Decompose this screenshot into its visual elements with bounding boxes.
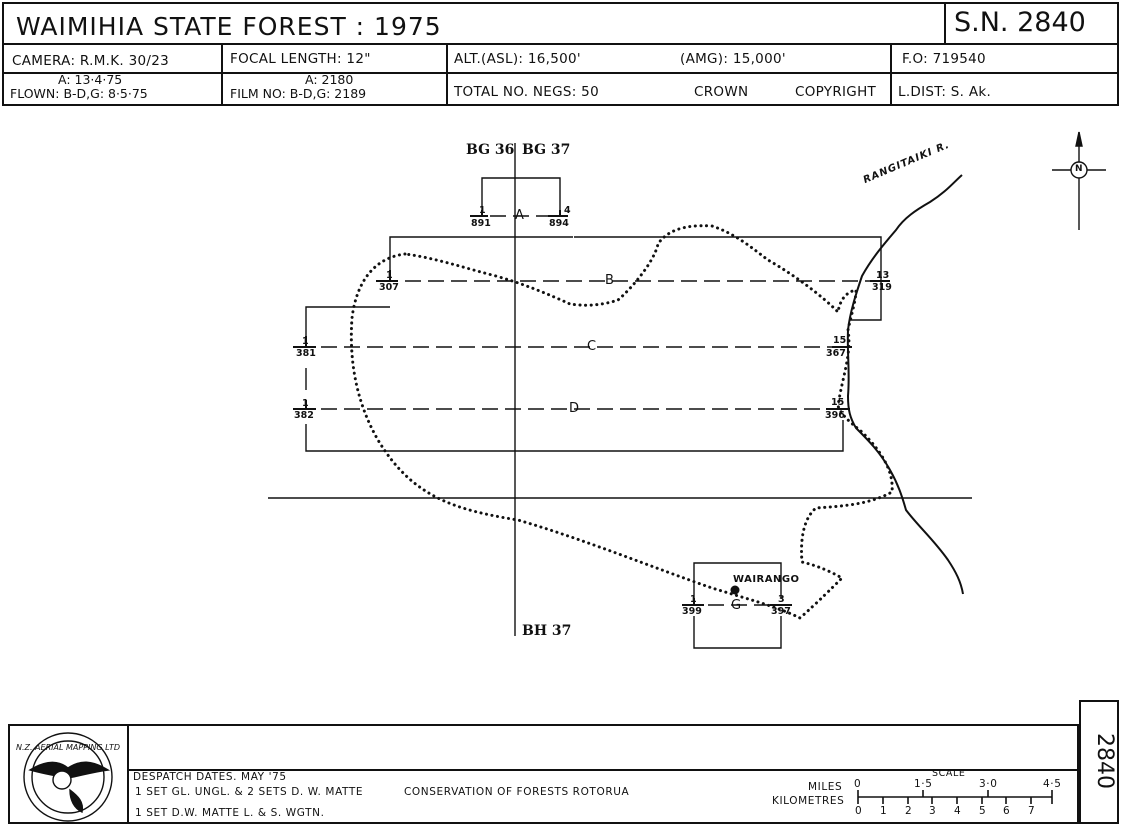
l-dist-field: L.DIST: S. Ak. — [898, 84, 992, 100]
scale-mile-tick: 0 — [854, 778, 862, 790]
run-b-coverage — [389, 236, 882, 321]
fo-field: F.O: 719540 — [902, 51, 986, 67]
scale-mile-tick: 1·5 — [914, 778, 933, 790]
grid-label-bg37: BG 37 — [522, 142, 571, 158]
run-label-b: B — [605, 273, 614, 288]
north-symbol: N — [1075, 164, 1083, 174]
footer-frame — [8, 724, 1079, 824]
run-cd-coverage — [305, 306, 844, 452]
altitude-asl-field: ALT.(ASL): 16,500' — [454, 51, 581, 67]
camera-field: CAMERA: R.M.K. 30/23 — [12, 53, 169, 69]
frame-number: 399 — [682, 606, 702, 617]
frame-number: 1 — [302, 398, 309, 409]
header-frame — [2, 2, 1119, 106]
scale-km-label: KILOMETRES — [772, 795, 845, 807]
sheet-number: S.N. 2840 — [954, 7, 1086, 38]
cell-divider — [221, 43, 223, 105]
scale-km-tick: 4 — [954, 805, 962, 817]
scale-km-tick: 3 — [929, 805, 937, 817]
frame-number: 15 — [833, 335, 847, 346]
frame-number: 1 — [386, 270, 393, 281]
forest-boundary — [349, 224, 894, 620]
despatch-line-2: 1 SET D.W. MATTE L. & S. WGTN. — [135, 807, 325, 819]
run-label-c: C — [587, 339, 597, 354]
run-label-a: A — [515, 208, 524, 223]
scale-km-tick: 7 — [1028, 805, 1036, 817]
scale-mile-tick: 3·0 — [979, 778, 998, 790]
film-number-a: A: 2180 — [305, 72, 354, 87]
sn-divider — [944, 2, 946, 43]
aerial-mapping-logo — [23, 732, 113, 822]
copyright-label: COPYRIGHT — [795, 84, 877, 100]
flown-date-a: A: 13·4·75 — [58, 72, 123, 87]
run-label-g: G — [731, 598, 742, 613]
frame-number: 397 — [771, 606, 791, 617]
scale-km-tick: 1 — [880, 805, 888, 817]
frame-number: 396 — [825, 410, 845, 421]
frame-number: 1 — [479, 205, 486, 216]
frame-number: 381 — [296, 348, 316, 359]
frame-number: 4 — [564, 205, 571, 216]
scale-title: SCALE — [932, 768, 966, 779]
flown-field: FLOWN: B-D,G: 8·5·75 — [10, 86, 148, 101]
altitude-amg-field: (AMG): 15,000' — [680, 51, 786, 67]
scale-km-tick: 0 — [855, 805, 863, 817]
logo-divider — [127, 724, 129, 824]
logo-lettering: N.Z. AERIAL MAPPING LTD — [16, 743, 120, 752]
scale-km-tick: 5 — [979, 805, 987, 817]
frame-number: 13 — [876, 270, 890, 281]
frame-number: 894 — [549, 218, 569, 229]
side-sheet-number: 2840 — [1092, 733, 1117, 789]
map-title: WAIMIHIA STATE FOREST : 1975 — [16, 12, 442, 41]
frame-number: 319 — [872, 282, 892, 293]
frame-number: 891 — [471, 218, 491, 229]
grid-label-bg36: BG 36 — [466, 142, 515, 158]
film-number-field: FILM NO: B-D,G: 2189 — [230, 86, 367, 101]
side-number-box — [1079, 700, 1119, 824]
frame-number: 382 — [294, 410, 314, 421]
despatch-recipient-1: CONSERVATION OF FORESTS ROTORUA — [404, 786, 630, 798]
header-divider-2 — [2, 72, 1119, 74]
crown-label: CROWN — [694, 84, 749, 100]
frame-number: 307 — [379, 282, 399, 293]
run-label-d: D — [569, 401, 580, 416]
frame-number: 15 — [831, 397, 845, 408]
wairango-point — [730, 585, 740, 595]
grid-label-bh37: BH 37 — [522, 623, 572, 639]
run-a-coverage — [481, 177, 561, 210]
frame-number: 1 — [690, 594, 697, 605]
frame-number: 367 — [826, 348, 846, 359]
cell-divider — [446, 43, 448, 105]
scale-km-tick: 6 — [1003, 805, 1011, 817]
frame-number: 1 — [302, 336, 309, 347]
rangitaiki-river — [846, 174, 964, 595]
scale-mile-tick: 4·5 — [1043, 778, 1062, 790]
footer-divider — [127, 769, 1079, 771]
total-negatives-field: TOTAL NO. NEGS: 50 — [454, 84, 599, 100]
frame-number: 3 — [778, 594, 785, 605]
scale-miles-label: MILES — [808, 781, 843, 793]
focal-length-field: FOCAL LENGTH: 12" — [230, 51, 371, 67]
scale-bar — [857, 790, 1053, 804]
scale-km-tick: 2 — [905, 805, 913, 817]
cell-divider — [890, 43, 892, 105]
place-label-wairango: WAIRANGO — [733, 574, 800, 585]
header-divider — [2, 43, 1119, 45]
north-arrow — [1052, 131, 1106, 230]
despatch-title: DESPATCH DATES. MAY '75 — [133, 771, 287, 783]
despatch-line-1: 1 SET GL. UNGL. & 2 SETS D. W. MATTE — [135, 786, 364, 798]
